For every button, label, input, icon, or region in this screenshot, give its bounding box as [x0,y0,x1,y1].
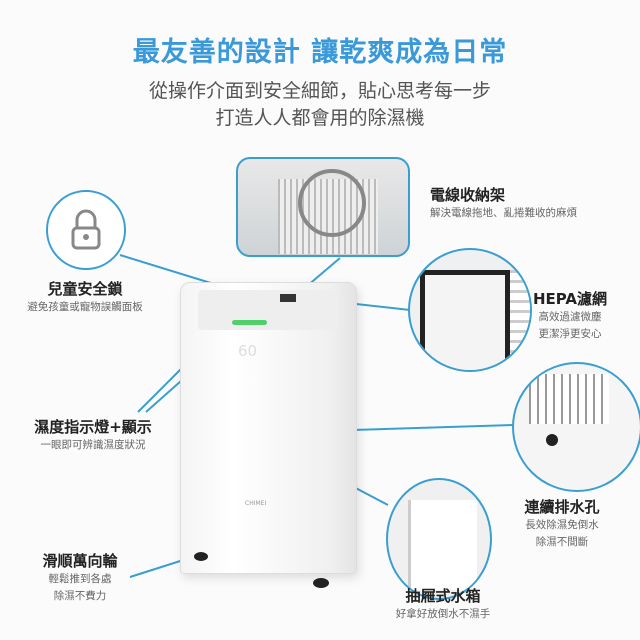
feature-desc: 除濕不費力 [53,590,107,602]
feature-desc: 高效過濾微塵 [538,311,602,323]
lock-icon [71,209,101,250]
subtitle-line-1: 從操作介面到安全細節，貼心思考每一步 [148,80,491,102]
feature-desc: 避免孩童或寵物誤觸面板 [27,301,143,313]
subtitle-line-2: 打造人人都會用的除濕機 [215,107,425,129]
feature-desc: 解決電線拖地、亂捲難收的麻煩 [430,207,577,219]
feature-humidity-indicator: 濕度指示燈+顯示 一眼即可辨識濕度狀況 [18,416,168,454]
feature-title: 抽屜式水箱 [405,587,481,605]
wheel [313,578,329,588]
feature-title: 兒童安全鎖 [47,280,123,298]
hepa-filter-callout [408,248,532,372]
feature-desc: 輕鬆推到各處 [48,573,112,585]
feature-wheels: 滑順萬向輪 輕鬆推到各處 除濕不費力 [30,550,130,605]
control-panel[interactable] [198,290,338,330]
feature-desc: 好拿好放倒水不濕手 [395,608,491,620]
feature-desc: 更潔淨更安心 [538,328,602,340]
humidity-display: 60 [238,342,258,360]
feature-cable-holder: 電線收納架 解決電線拖地、亂捲難收的麻煩 [430,184,577,222]
feature-desc: 一眼即可辨識濕度狀況 [40,439,146,451]
wheel [194,552,208,561]
brand-logo: CHIMEI [245,500,267,507]
feature-title: 電線收納架 [430,186,506,204]
feature-title: 連續排水孔 [524,498,600,516]
cable-holder-callout [236,157,410,257]
feature-title: 滑順萬向輪 [42,552,118,570]
drain-hole-callout [512,362,640,492]
water-tank-callout [386,478,492,600]
feature-title: 濕度指示燈+顯示 [34,418,152,436]
feature-child-lock: 兒童安全鎖 避免孩童或寵物誤觸面板 [10,278,160,316]
feature-water-tank: 抽屜式水箱 好拿好放倒水不濕手 [380,585,506,623]
child-lock-callout [46,190,126,270]
feature-desc: 長效除濕免倒水 [525,519,599,531]
humidity-indicator-light [232,320,267,325]
feature-desc: 除濕不間斷 [535,536,589,548]
page-title: 最友善的設計 讓乾爽成為日常 [132,37,508,68]
feature-hepa: HEPA濾網 高效過濾微塵 更潔淨更安心 [528,288,612,343]
dehumidifier-product: 60 CHIMEI [180,282,357,588]
feature-drain-hole: 連續排水孔 長效除濕免倒水 除濕不間斷 [512,496,612,551]
feature-title: HEPA濾網 [532,290,608,308]
